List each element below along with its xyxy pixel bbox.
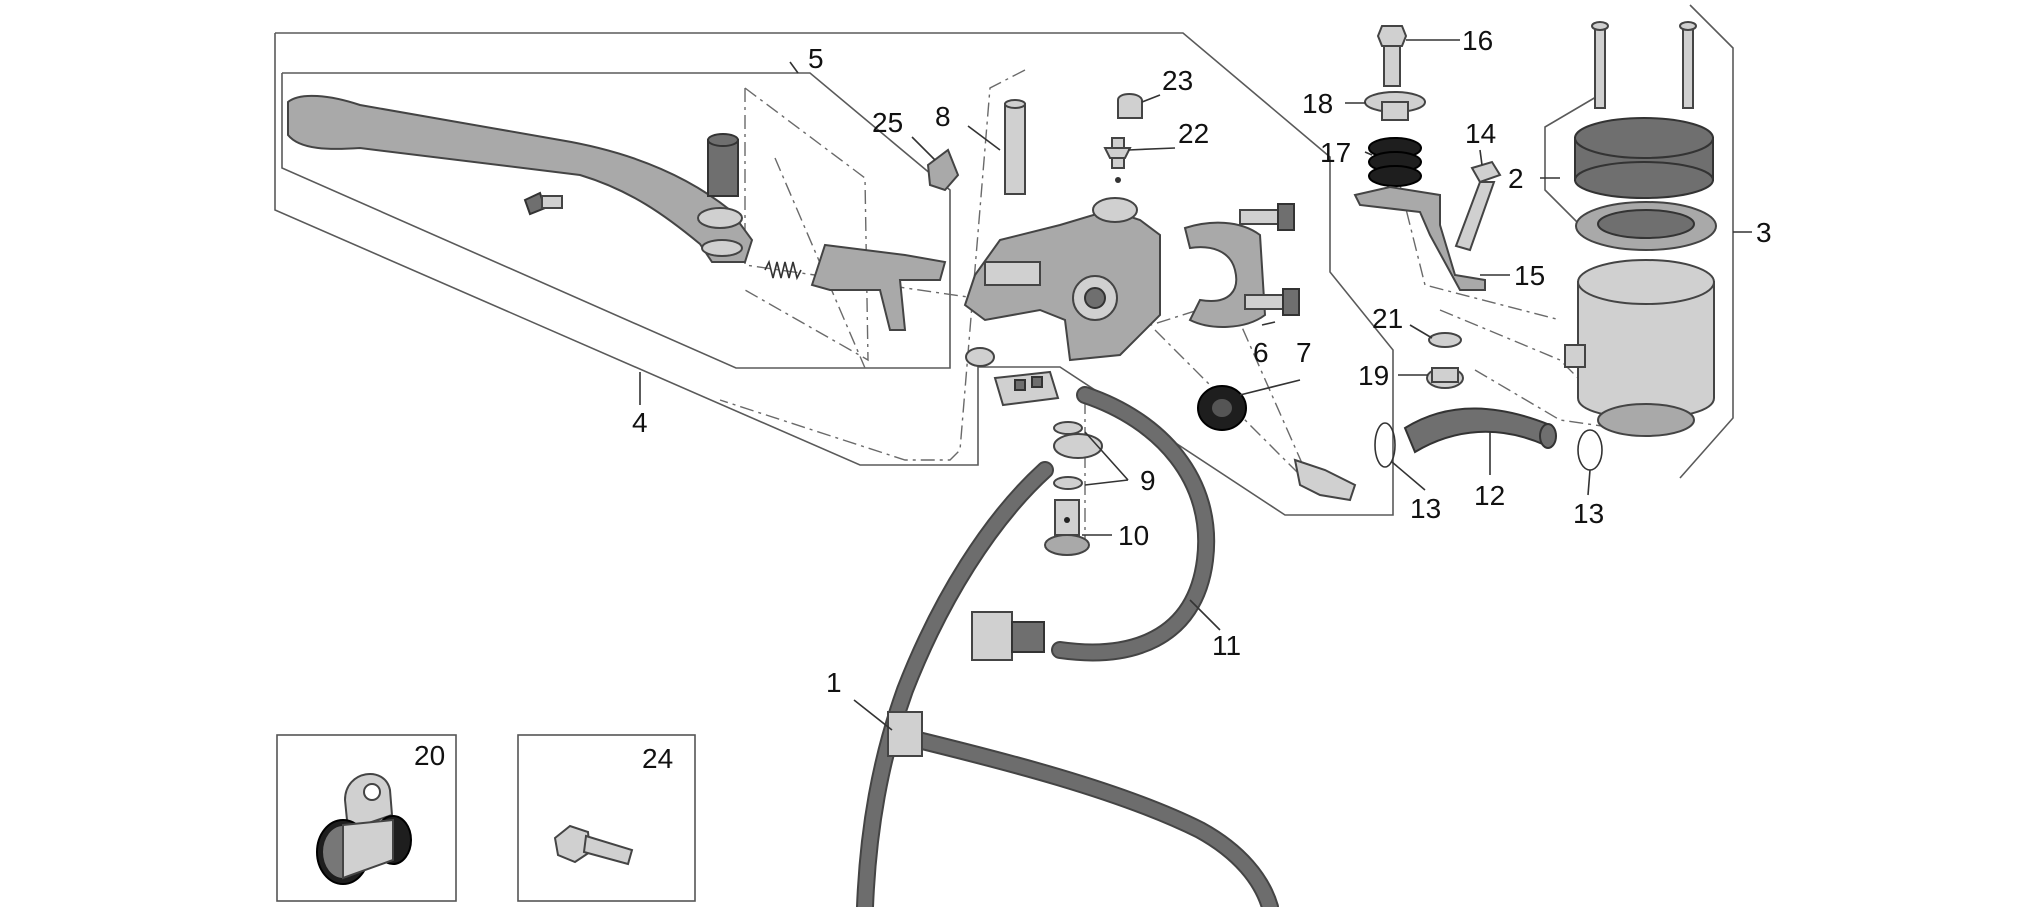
leader-6 (1261, 321, 1276, 326)
callout-9: 9 (1140, 465, 1156, 496)
callout-8: 8 (935, 101, 951, 132)
banjo-bolt (1044, 499, 1090, 556)
bleed-screw (1103, 137, 1132, 183)
brake-hose-branch-inner (903, 731, 1277, 907)
leader-21 (1409, 324, 1433, 339)
alignment-line-elbow (1154, 329, 1306, 481)
washer-seal-25 (926, 148, 960, 192)
elbow-fitting (1293, 458, 1357, 502)
reservoir-bracket-15 (1353, 185, 1486, 291)
rubber-damper-17 (1368, 137, 1422, 187)
screw-16 (1376, 25, 1408, 87)
pivot-bushing (707, 133, 739, 197)
callout-19: 19 (1358, 360, 1389, 391)
switch-connector (971, 611, 1045, 661)
return-spring (764, 259, 802, 281)
callout-17: 17 (1320, 137, 1351, 168)
hose-clamp-left (1374, 422, 1396, 468)
alignment-line-reservoir (1399, 184, 1561, 321)
leader-13b (1587, 469, 1591, 496)
clamp-screw-lower (1244, 288, 1300, 316)
leader-23 (1141, 94, 1161, 103)
callout-7: 7 (1296, 337, 1312, 368)
washer-lower (1053, 476, 1083, 490)
assembly-frame-5 (281, 72, 951, 369)
leader-25 (911, 136, 936, 161)
assembly-frame-4 (274, 32, 1394, 516)
leader-9a (1084, 431, 1129, 481)
callout-4: 4 (632, 407, 648, 438)
brake-lever (287, 94, 754, 263)
clamp-screw-upper (1239, 203, 1295, 231)
callout-5: 5 (808, 43, 824, 74)
leader-13a (1391, 461, 1426, 491)
leader-17 (1364, 151, 1373, 156)
callout-11: 11 (1212, 630, 1241, 661)
callout-23: 23 (1162, 65, 1193, 96)
brake-hose-branch (901, 729, 1279, 907)
inset-box-20 (276, 734, 457, 902)
nut-19 (1426, 367, 1464, 389)
inset-box-24 (517, 734, 696, 902)
leader-7 (1239, 379, 1301, 396)
brake-switch-cable-inner (1053, 388, 1214, 660)
callout-20: 20 (414, 740, 445, 771)
leader-22 (1127, 147, 1176, 151)
callout-2: 2 (1508, 163, 1524, 194)
leader-9b (1084, 479, 1129, 486)
callout-16: 16 (1462, 25, 1493, 56)
callout-15: 15 (1514, 260, 1545, 291)
leader-5 (789, 61, 799, 74)
callout-22: 22 (1178, 118, 1209, 149)
reservoir-hose-12 (1403, 407, 1557, 454)
bleed-cap (1117, 93, 1143, 119)
assembly-frame-reservoir-inner (1544, 96, 1597, 242)
adjuster-screw (523, 191, 563, 216)
callout-21: 21 (1372, 303, 1403, 334)
callout-12: 12 (1474, 480, 1505, 511)
hose-t-junction (887, 711, 923, 757)
reservoir-diaphragm (1575, 201, 1717, 251)
alignment-line-lever-2 (744, 87, 869, 362)
nut-lever-pivot (965, 347, 995, 367)
alignment-line-reservoir-2 (1439, 309, 1591, 391)
brake-hose-1-inner (858, 463, 1052, 907)
brake-hose-1 (856, 461, 1054, 907)
leader-14 (1479, 149, 1483, 166)
brake-light-switch (993, 370, 1060, 407)
reservoir-hose-grommet (1197, 385, 1247, 431)
washer-18 (1364, 91, 1426, 121)
leader-8 (967, 125, 1001, 151)
reservoir-cap-2 (1574, 117, 1714, 199)
leader-1 (853, 699, 893, 731)
callout-1: 1 (826, 667, 842, 698)
washer-upper (1053, 421, 1083, 435)
callout-18: 18 (1302, 88, 1333, 119)
screw-14 (1454, 160, 1502, 252)
leader-11 (1189, 599, 1221, 631)
master-cylinder-body (963, 197, 1161, 362)
washer-21 (1428, 332, 1462, 348)
callout-6: 6 (1253, 337, 1269, 368)
callout-13-left: 13 (1410, 493, 1441, 524)
callout-24: 24 (642, 743, 673, 774)
clamp (1183, 221, 1267, 328)
callout-13-right: 13 (1573, 498, 1604, 529)
alignment-line-cap (1134, 245, 1306, 471)
callout-25: 25 (872, 107, 903, 138)
assembly-frame-reservoir (1679, 4, 1734, 479)
callout-3: 3 (1756, 217, 1772, 248)
banjo-fitting (1053, 433, 1103, 459)
callout-10: 10 (1118, 520, 1149, 551)
cap-screws (1591, 21, 1697, 109)
fluid-reservoir-3 (1564, 259, 1715, 437)
pivot-pin (1004, 99, 1026, 195)
hose-clamp-right (1577, 429, 1603, 471)
alignment-line-pivot (719, 69, 1026, 461)
callout-14: 14 (1465, 118, 1496, 149)
lever-adjuster-bracket (810, 243, 947, 331)
